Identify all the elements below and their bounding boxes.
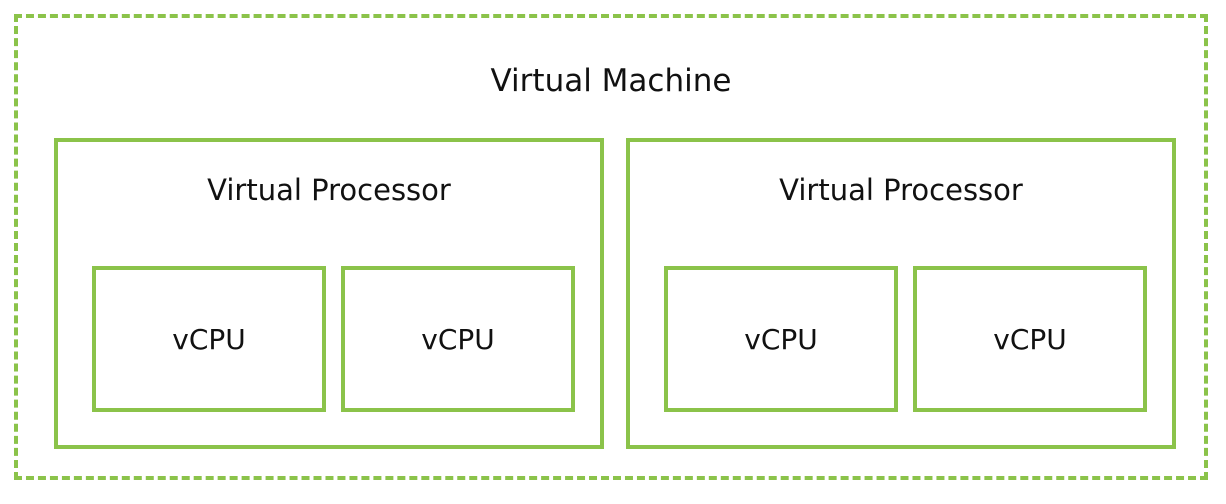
virtual-machine-title: Virtual Machine bbox=[490, 63, 732, 99]
vcpu-box-1-1: vCPU bbox=[92, 266, 326, 412]
vcpu-box-2-1: vCPU bbox=[664, 266, 898, 412]
virtual-processor-title-1: Virtual Processor bbox=[207, 173, 451, 207]
vcpu-box-2-2: vCPU bbox=[913, 266, 1147, 412]
virtual-processor-title-2: Virtual Processor bbox=[779, 173, 1023, 207]
virtual-processor-box-1: Virtual Processor vCPU vCPU bbox=[54, 138, 604, 449]
vcpu-box-1-2: vCPU bbox=[341, 266, 575, 412]
virtual-processor-box-2: Virtual Processor vCPU vCPU bbox=[626, 138, 1176, 449]
virtual-machine-box: Virtual Machine Virtual Processor vCPU v… bbox=[14, 14, 1208, 480]
